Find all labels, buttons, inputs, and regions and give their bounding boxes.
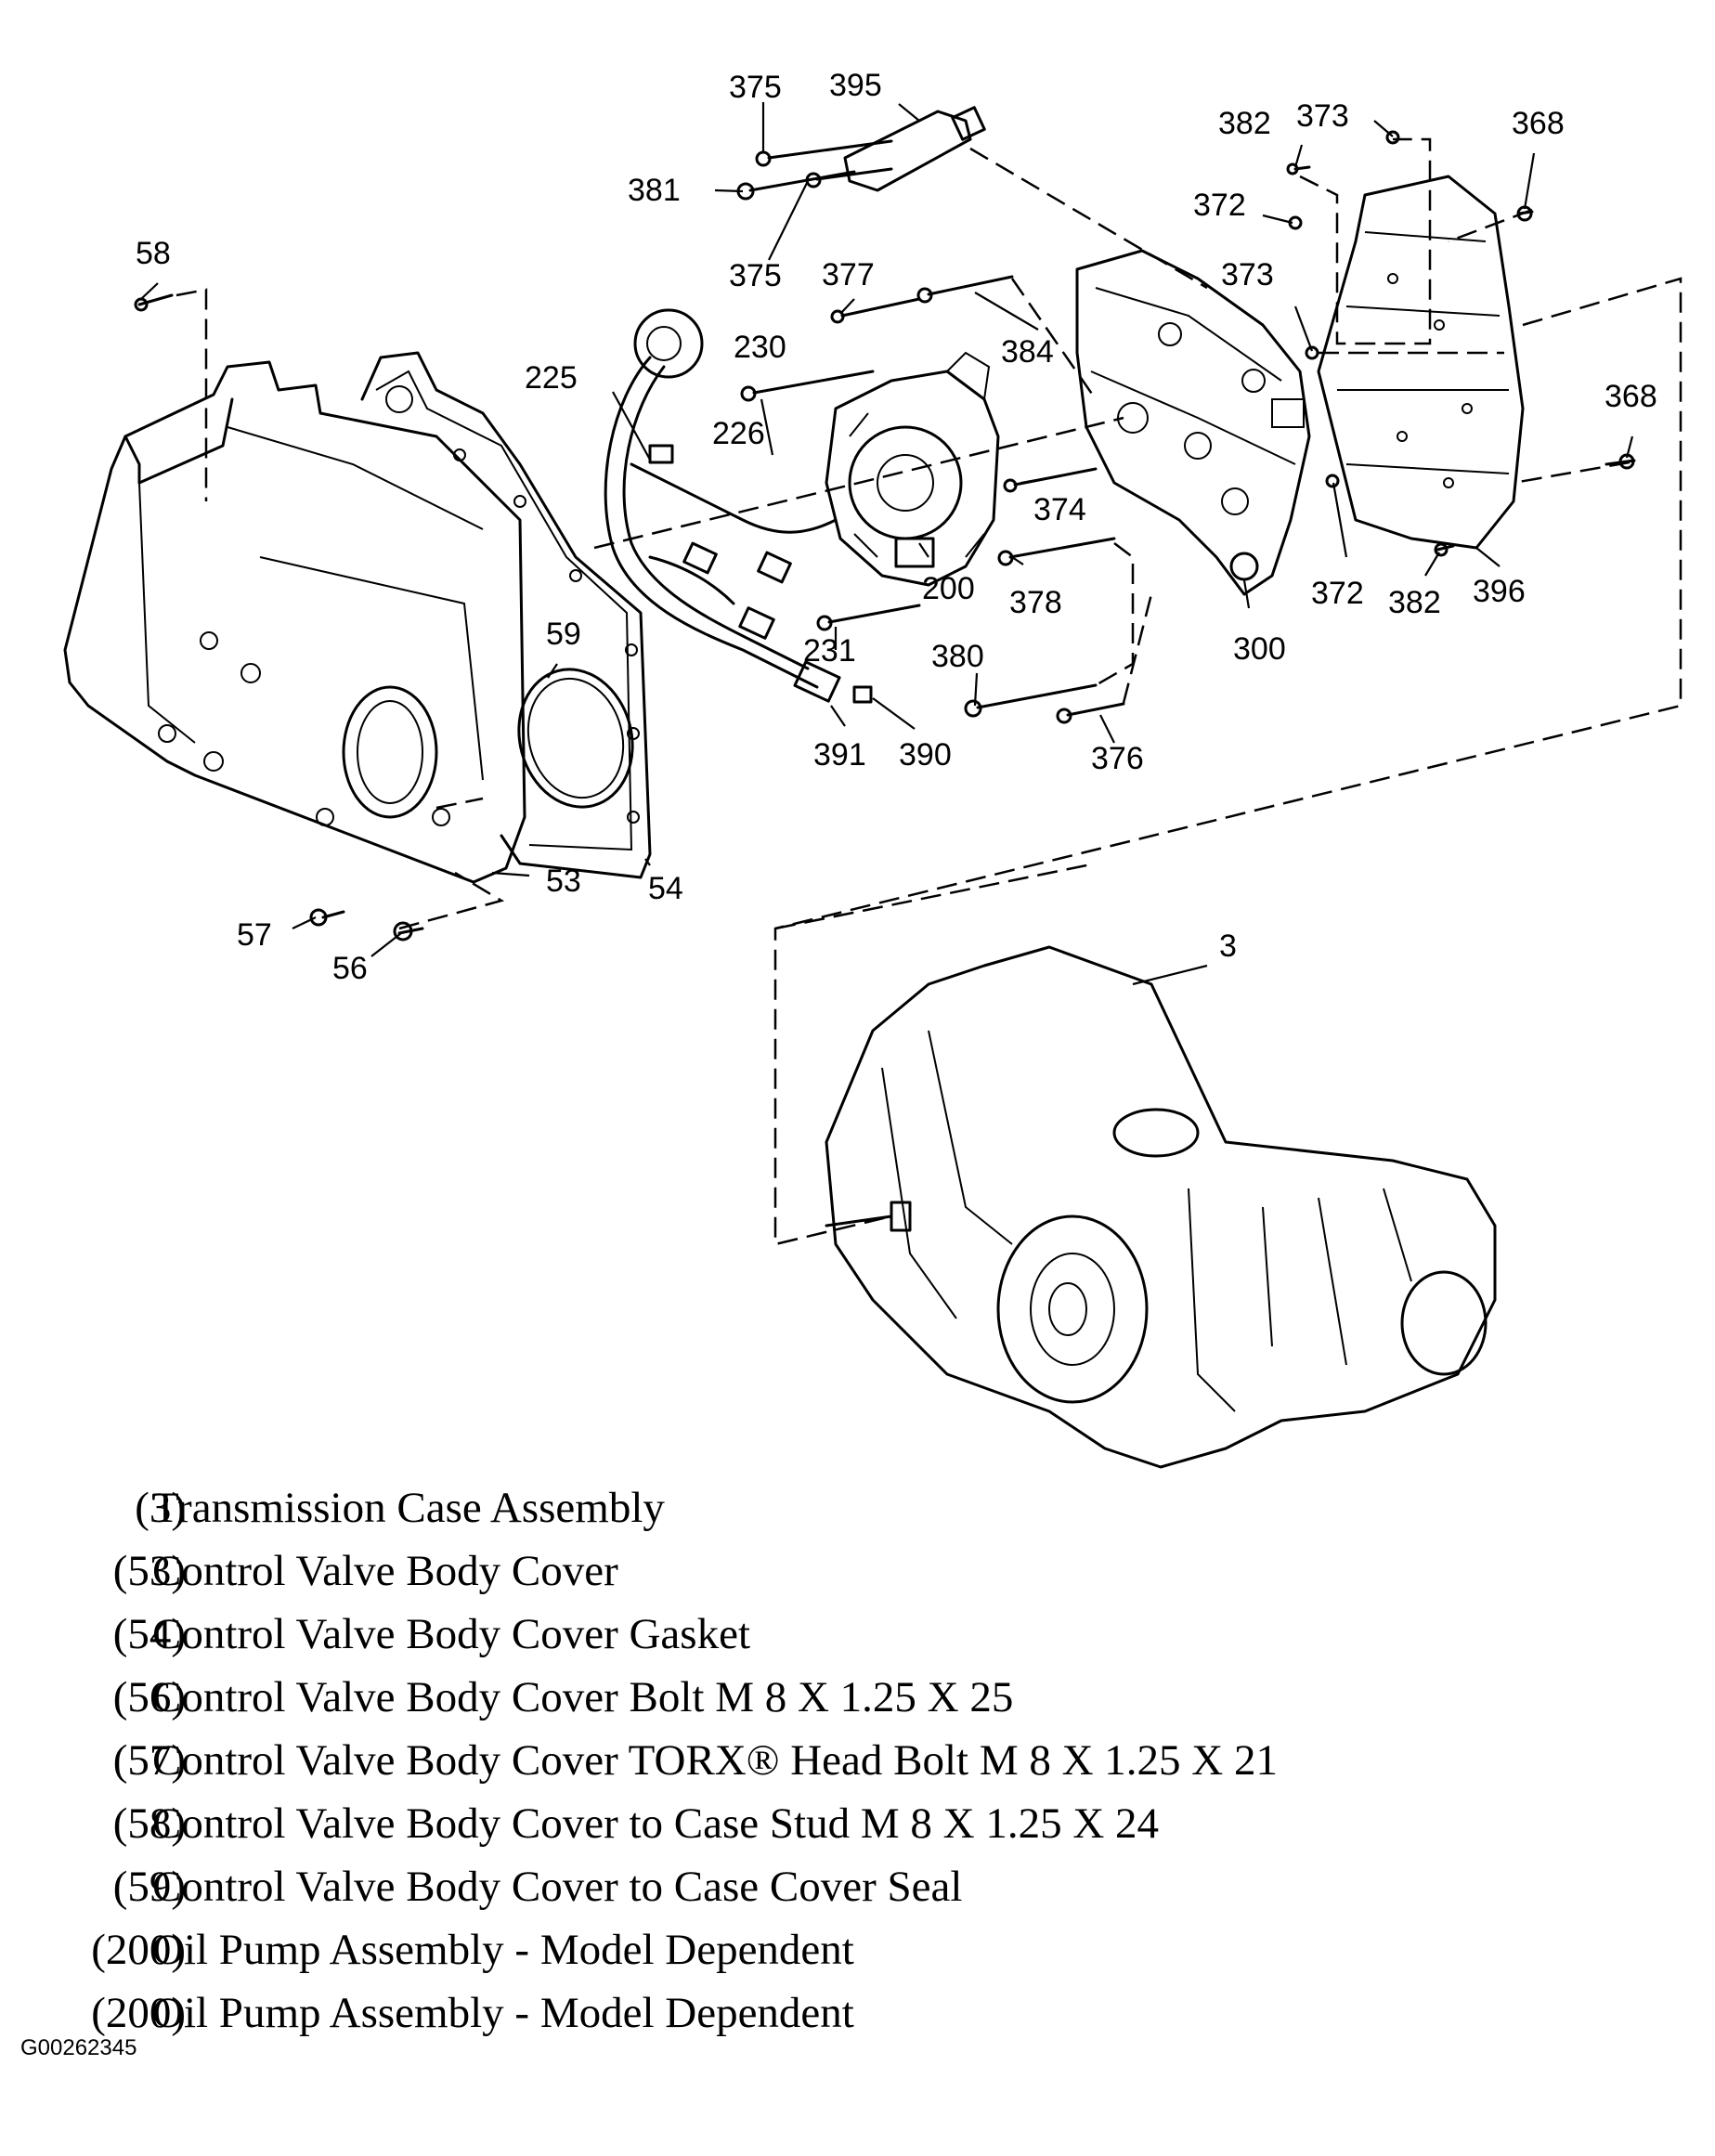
callout-395: 395 — [829, 68, 882, 103]
legend-ref: (54) — [112, 1610, 186, 1658]
callout-225: 225 — [525, 360, 578, 396]
valve-body-cover-drawing — [63, 360, 526, 884]
spacer-plate-drawing — [1317, 175, 1525, 550]
legend-row: (58) Control Valve Body Cover to Case St… — [37, 1792, 1523, 1855]
callout-labels: 375 395 381 375 382 373 368 372 58 377 3… — [136, 68, 1657, 986]
callout-375: 375 — [729, 258, 782, 293]
solenoid-drawing — [843, 106, 986, 192]
parts-legend: (3) Transmission Case Assembly (53) Cont… — [37, 1476, 1523, 2045]
legend-ref: (57) — [112, 1736, 186, 1785]
legend-ref: (56) — [112, 1673, 186, 1721]
legend-ref: (3) — [135, 1484, 186, 1532]
legend-row: (200) Oil Pump Assembly - Model Dependen… — [37, 1981, 1523, 2045]
legend-ref: (200) — [91, 1989, 186, 2037]
legend-row: (3) Transmission Case Assembly — [37, 1476, 1523, 1539]
control-valve-body-drawing — [1075, 249, 1311, 596]
callout-54: 54 — [648, 871, 683, 906]
callout-377: 377 — [822, 257, 875, 292]
legend-row: (56) Control Valve Body Cover Bolt M 8 X… — [37, 1666, 1523, 1729]
callout-381: 381 — [628, 173, 681, 208]
legend-row: (54) Control Valve Body Cover Gasket — [37, 1603, 1523, 1666]
legend-desc: Oil Pump Assembly - Model Dependent — [152, 1989, 854, 2037]
legend-row: (57) Control Valve Body Cover TORX® Head… — [37, 1729, 1523, 1792]
callout-231: 231 — [803, 633, 856, 669]
callout-368: 368 — [1605, 379, 1657, 414]
legend-desc: Control Valve Body Cover to Case Cover S… — [152, 1863, 963, 1911]
callout-57: 57 — [237, 917, 272, 953]
legend-desc: Transmission Case Assembly — [152, 1484, 665, 1532]
legend-row: (200) Oil Pump Assembly - Model Dependen… — [37, 1918, 1523, 1981]
callout-373: 373 — [1221, 257, 1274, 292]
legend-row: (59) Control Valve Body Cover to Case Co… — [37, 1855, 1523, 1918]
legend-desc: Control Valve Body Cover — [152, 1547, 618, 1595]
callout-391: 391 — [813, 737, 866, 773]
callout-375: 375 — [729, 70, 782, 105]
callout-373: 373 — [1296, 98, 1349, 134]
callout-378: 378 — [1009, 585, 1062, 620]
callout-382: 382 — [1388, 585, 1441, 620]
legend-ref: (58) — [112, 1799, 186, 1848]
callout-3: 3 — [1219, 929, 1237, 964]
exploded-view-diagram: 375 395 381 375 382 373 368 372 58 377 3… — [63, 68, 1683, 1469]
legend-ref: (53) — [112, 1547, 186, 1595]
callout-376: 376 — [1091, 741, 1144, 776]
legend-desc: Control Valve Body Cover to Case Stud M … — [152, 1799, 1160, 1848]
legend-row: (53) Control Valve Body Cover — [37, 1539, 1523, 1603]
callout-56: 56 — [332, 951, 368, 986]
callout-384: 384 — [1001, 334, 1054, 370]
callout-372: 372 — [1193, 188, 1246, 223]
callout-230: 230 — [734, 330, 786, 365]
figure-id: G00262345 — [20, 2035, 137, 2060]
legend-desc: Control Valve Body Cover Bolt M 8 X 1.25… — [152, 1673, 1014, 1721]
callout-396: 396 — [1473, 574, 1526, 609]
assembly-dash-lines — [175, 137, 1683, 1246]
callout-226: 226 — [712, 416, 765, 451]
cover-gasket-drawing — [360, 351, 652, 879]
callout-382: 382 — [1218, 106, 1271, 141]
callout-59: 59 — [546, 617, 581, 652]
transmission-case-drawing — [825, 945, 1497, 1469]
legend-desc: Control Valve Body Cover Gasket — [152, 1610, 751, 1658]
callout-300: 300 — [1233, 631, 1286, 667]
callout-53: 53 — [546, 864, 581, 899]
legend-desc: Oil Pump Assembly - Model Dependent — [152, 1926, 854, 1974]
callout-380: 380 — [931, 639, 984, 674]
legend-ref: (200) — [91, 1926, 186, 1974]
callout-374: 374 — [1033, 492, 1086, 527]
callout-200: 200 — [922, 571, 975, 606]
callout-58: 58 — [136, 236, 171, 271]
callout-372: 372 — [1311, 576, 1364, 611]
legend-desc: Control Valve Body Cover TORX® Head Bolt… — [152, 1736, 1278, 1785]
oil-pump-drawing — [825, 351, 1000, 587]
callout-390: 390 — [899, 737, 952, 773]
legend-ref: (59) — [112, 1863, 186, 1911]
cover-seal-drawing — [517, 668, 634, 809]
callout-368: 368 — [1512, 106, 1565, 141]
leader-lines — [140, 102, 1634, 986]
